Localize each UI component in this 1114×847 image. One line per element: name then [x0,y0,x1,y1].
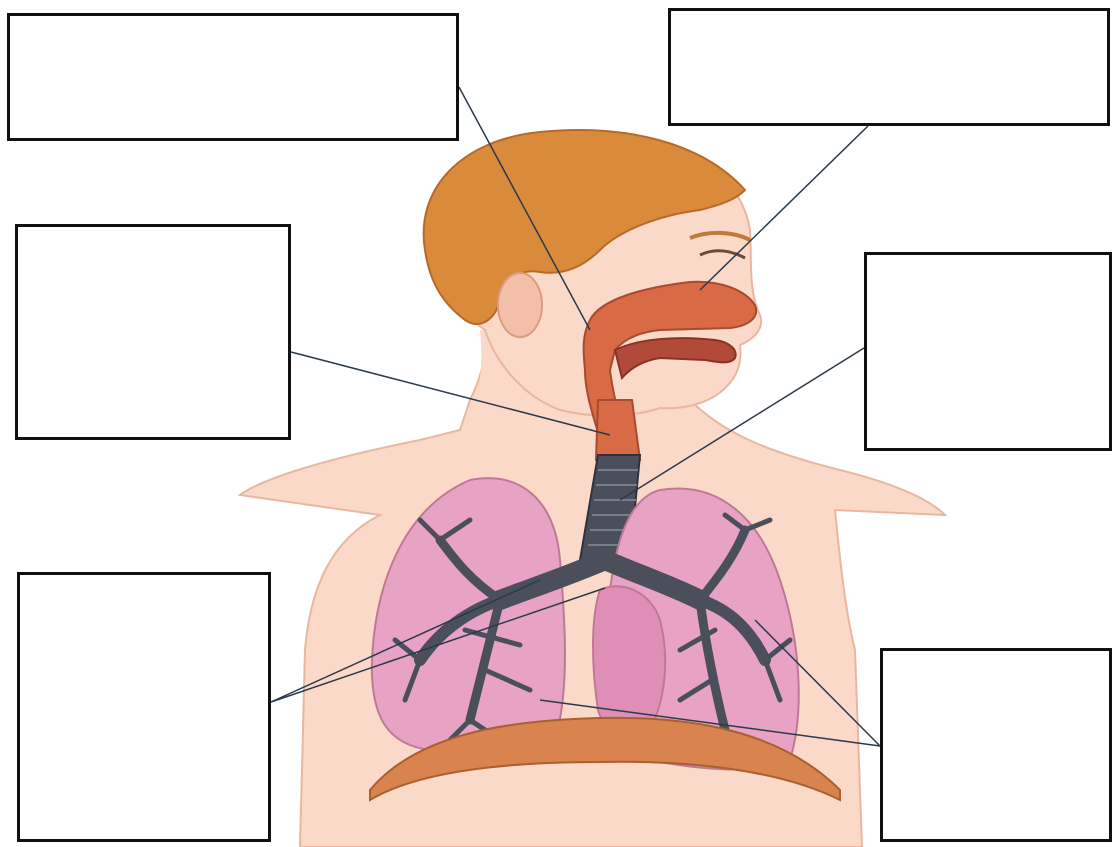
label-box-top-left[interactable] [7,13,459,141]
label-box-bottom-left[interactable] [17,572,271,842]
label-box-top-right[interactable] [668,8,1110,126]
ear [498,273,542,337]
larynx [596,400,640,460]
label-box-bottom-right[interactable] [880,648,1112,842]
label-box-mid-right[interactable] [864,252,1112,451]
label-box-mid-left[interactable] [15,224,291,440]
